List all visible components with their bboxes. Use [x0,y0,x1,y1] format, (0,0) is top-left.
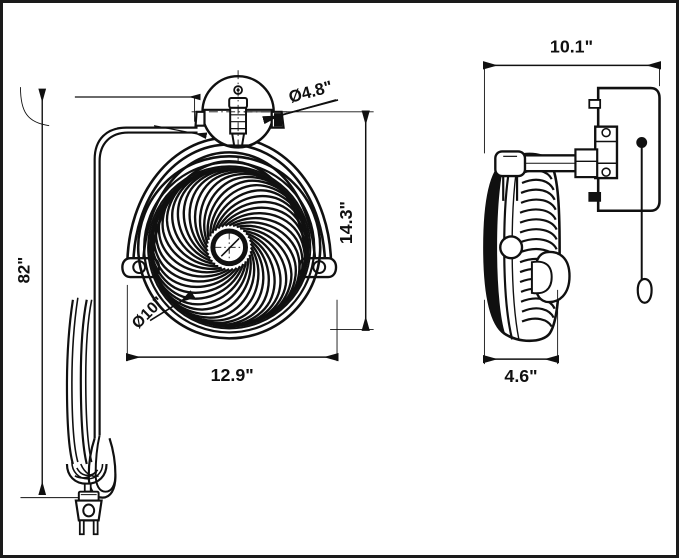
dim-label-front-width: 12.9" [211,365,254,385]
spiral-grille [148,167,310,328]
dim-label-cord-length: 82" [14,257,33,284]
side-view-group: 10.1" 4.6" [482,36,662,386]
fan-dimension-drawing: Ø4.8" Ø10" 12.9" 14.3" [14,36,662,536]
dim-fan-depth: 4.6" [482,289,560,386]
side-handle [530,250,571,304]
dim-side-depth-total: 10.1" [482,36,662,154]
dim-front-height: 14.3" [244,110,374,331]
mount-centerlines [191,70,293,162]
dim-label-front-height: 14.3" [336,201,356,244]
fan-housing [136,155,322,340]
dim-cord-length: 82" [14,87,79,499]
pull-chain [636,137,653,304]
center-hub [210,228,248,267]
grille-rings [150,169,308,326]
dim-label-fan-depth: 4.6" [504,366,537,386]
front-top-ext-line [74,93,208,140]
power-plug [74,482,103,536]
dim-label-side-depth-total: 10.1" [550,36,593,56]
dim-front-width: 12.9" [125,284,339,385]
power-cord [65,126,198,499]
cord-twist [74,463,99,479]
wall-bracket [574,86,661,213]
front-view-group: Ø4.8" Ø10" 12.9" 14.3" [14,70,374,536]
side-pivot [499,235,524,260]
